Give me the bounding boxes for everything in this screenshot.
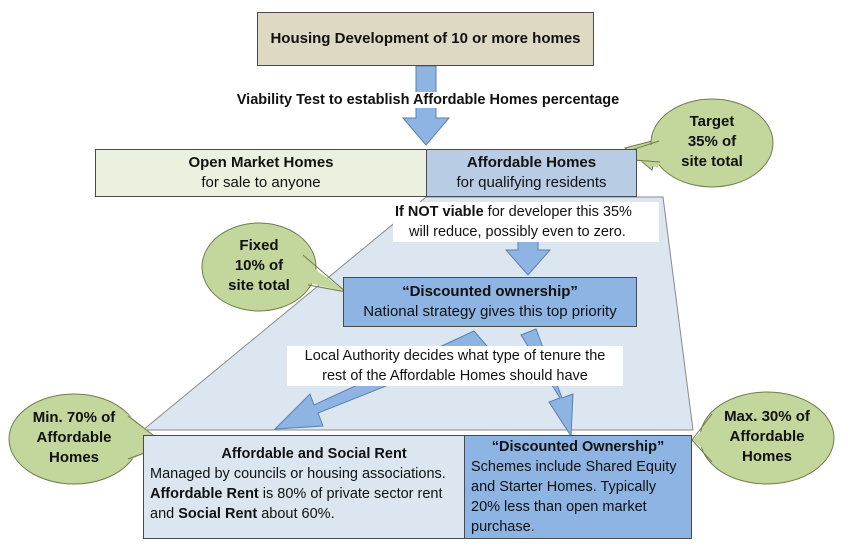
callout-target-line1: Target xyxy=(689,113,735,130)
not-viable-rest: for developer this 35% xyxy=(483,204,632,220)
callout-min-line3: Homes xyxy=(48,449,100,466)
affordable-homes-title: Affordable Homes xyxy=(466,154,597,171)
callout-max: Max. 30% of Affordable Homes xyxy=(707,407,827,467)
social-rent-pre: and xyxy=(150,506,179,522)
callout-min: Min. 70% of Affordable Homes xyxy=(14,408,134,468)
callout-target-line3: site total xyxy=(681,153,743,170)
callout-fixed: Fixed 10% of site total xyxy=(219,236,299,296)
callout-fixed-line3: site total xyxy=(228,277,290,294)
local-authority-line1: Local Authority decides what type of ten… xyxy=(304,348,606,364)
social-rent-bold: Social Rent xyxy=(178,506,258,522)
discounted-ownership-priority-subtitle: National strategy gives this top priorit… xyxy=(363,303,617,320)
affordable-homes-box: Affordable Homes for qualifying resident… xyxy=(426,149,637,197)
discounted-ownership-priority-box: “Discounted ownership” National strategy… xyxy=(343,277,637,327)
not-viable-bold: If NOT viable xyxy=(395,204,484,220)
callout-fixed-line2: 10% of xyxy=(234,257,284,274)
callout-max-line1: Max. 30% of xyxy=(724,408,810,425)
discounted-ownership-line2: and Starter Homes. Typically xyxy=(471,479,657,495)
callout-min-line1: Min. 70% of xyxy=(32,409,116,426)
housing-development-title: Housing Development of 10 or more homes xyxy=(270,30,581,47)
callout-max-bubble xyxy=(691,391,835,485)
callout-target: Target 35% of site total xyxy=(672,112,752,172)
discounted-ownership-priority-title: “Discounted ownership” xyxy=(402,283,578,300)
not-viable-note: If NOT viable for developer this 35% wil… xyxy=(393,202,659,242)
affordable-rent-bold: Affordable Rent xyxy=(150,486,259,502)
discounted-ownership-line1: Schemes include Shared Equity xyxy=(471,459,677,475)
not-viable-line2: will reduce, possibly even to zero. xyxy=(409,224,626,240)
social-rent-line3: and Social Rent about 60%. xyxy=(150,504,458,524)
open-market-homes-title: Open Market Homes xyxy=(188,154,334,171)
open-market-homes-subtitle: for sale to anyone xyxy=(201,174,321,191)
affordable-social-rent-box: Affordable and Social Rent Managed by co… xyxy=(143,435,465,539)
callout-min-line2: Affordable xyxy=(36,429,112,446)
viability-label: Viability Test to establish Affordable H… xyxy=(178,90,678,110)
discounted-ownership-line3: 20% less than open market xyxy=(471,499,647,515)
affordable-rent-rest: is 80% of private sector rent xyxy=(258,486,443,502)
housing-development-box: Housing Development of 10 or more homes xyxy=(257,12,594,66)
social-rent-line1: Managed by councils or housing associati… xyxy=(150,466,446,482)
open-market-homes-box: Open Market Homes for sale to anyone xyxy=(95,149,427,197)
viability-label-text: Viability Test to establish Affordable H… xyxy=(232,92,624,108)
callout-fixed-bubble xyxy=(201,222,347,312)
callout-target-line2: 35% of xyxy=(687,133,737,150)
callout-fixed-line1: Fixed xyxy=(239,237,279,254)
callout-max-line3: Homes xyxy=(741,448,793,465)
callout-max-line2: Affordable xyxy=(729,428,805,445)
discounted-ownership-title: “Discounted Ownership” xyxy=(491,439,665,455)
discounted-ownership-line4: purchase. xyxy=(471,519,535,535)
local-authority-note: Local Authority decides what type of ten… xyxy=(287,346,623,386)
affordable-homes-subtitle: for qualifying residents xyxy=(456,174,607,191)
local-authority-line2: rest of the Affordable Homes should have xyxy=(322,368,588,384)
social-rent-line2: Affordable Rent is 80% of private sector… xyxy=(150,484,458,504)
discounted-ownership-box: “Discounted Ownership” Schemes include S… xyxy=(464,435,692,539)
social-rent-rest: about 60%. xyxy=(257,506,335,522)
affordable-social-rent-title: Affordable and Social Rent xyxy=(221,446,407,462)
